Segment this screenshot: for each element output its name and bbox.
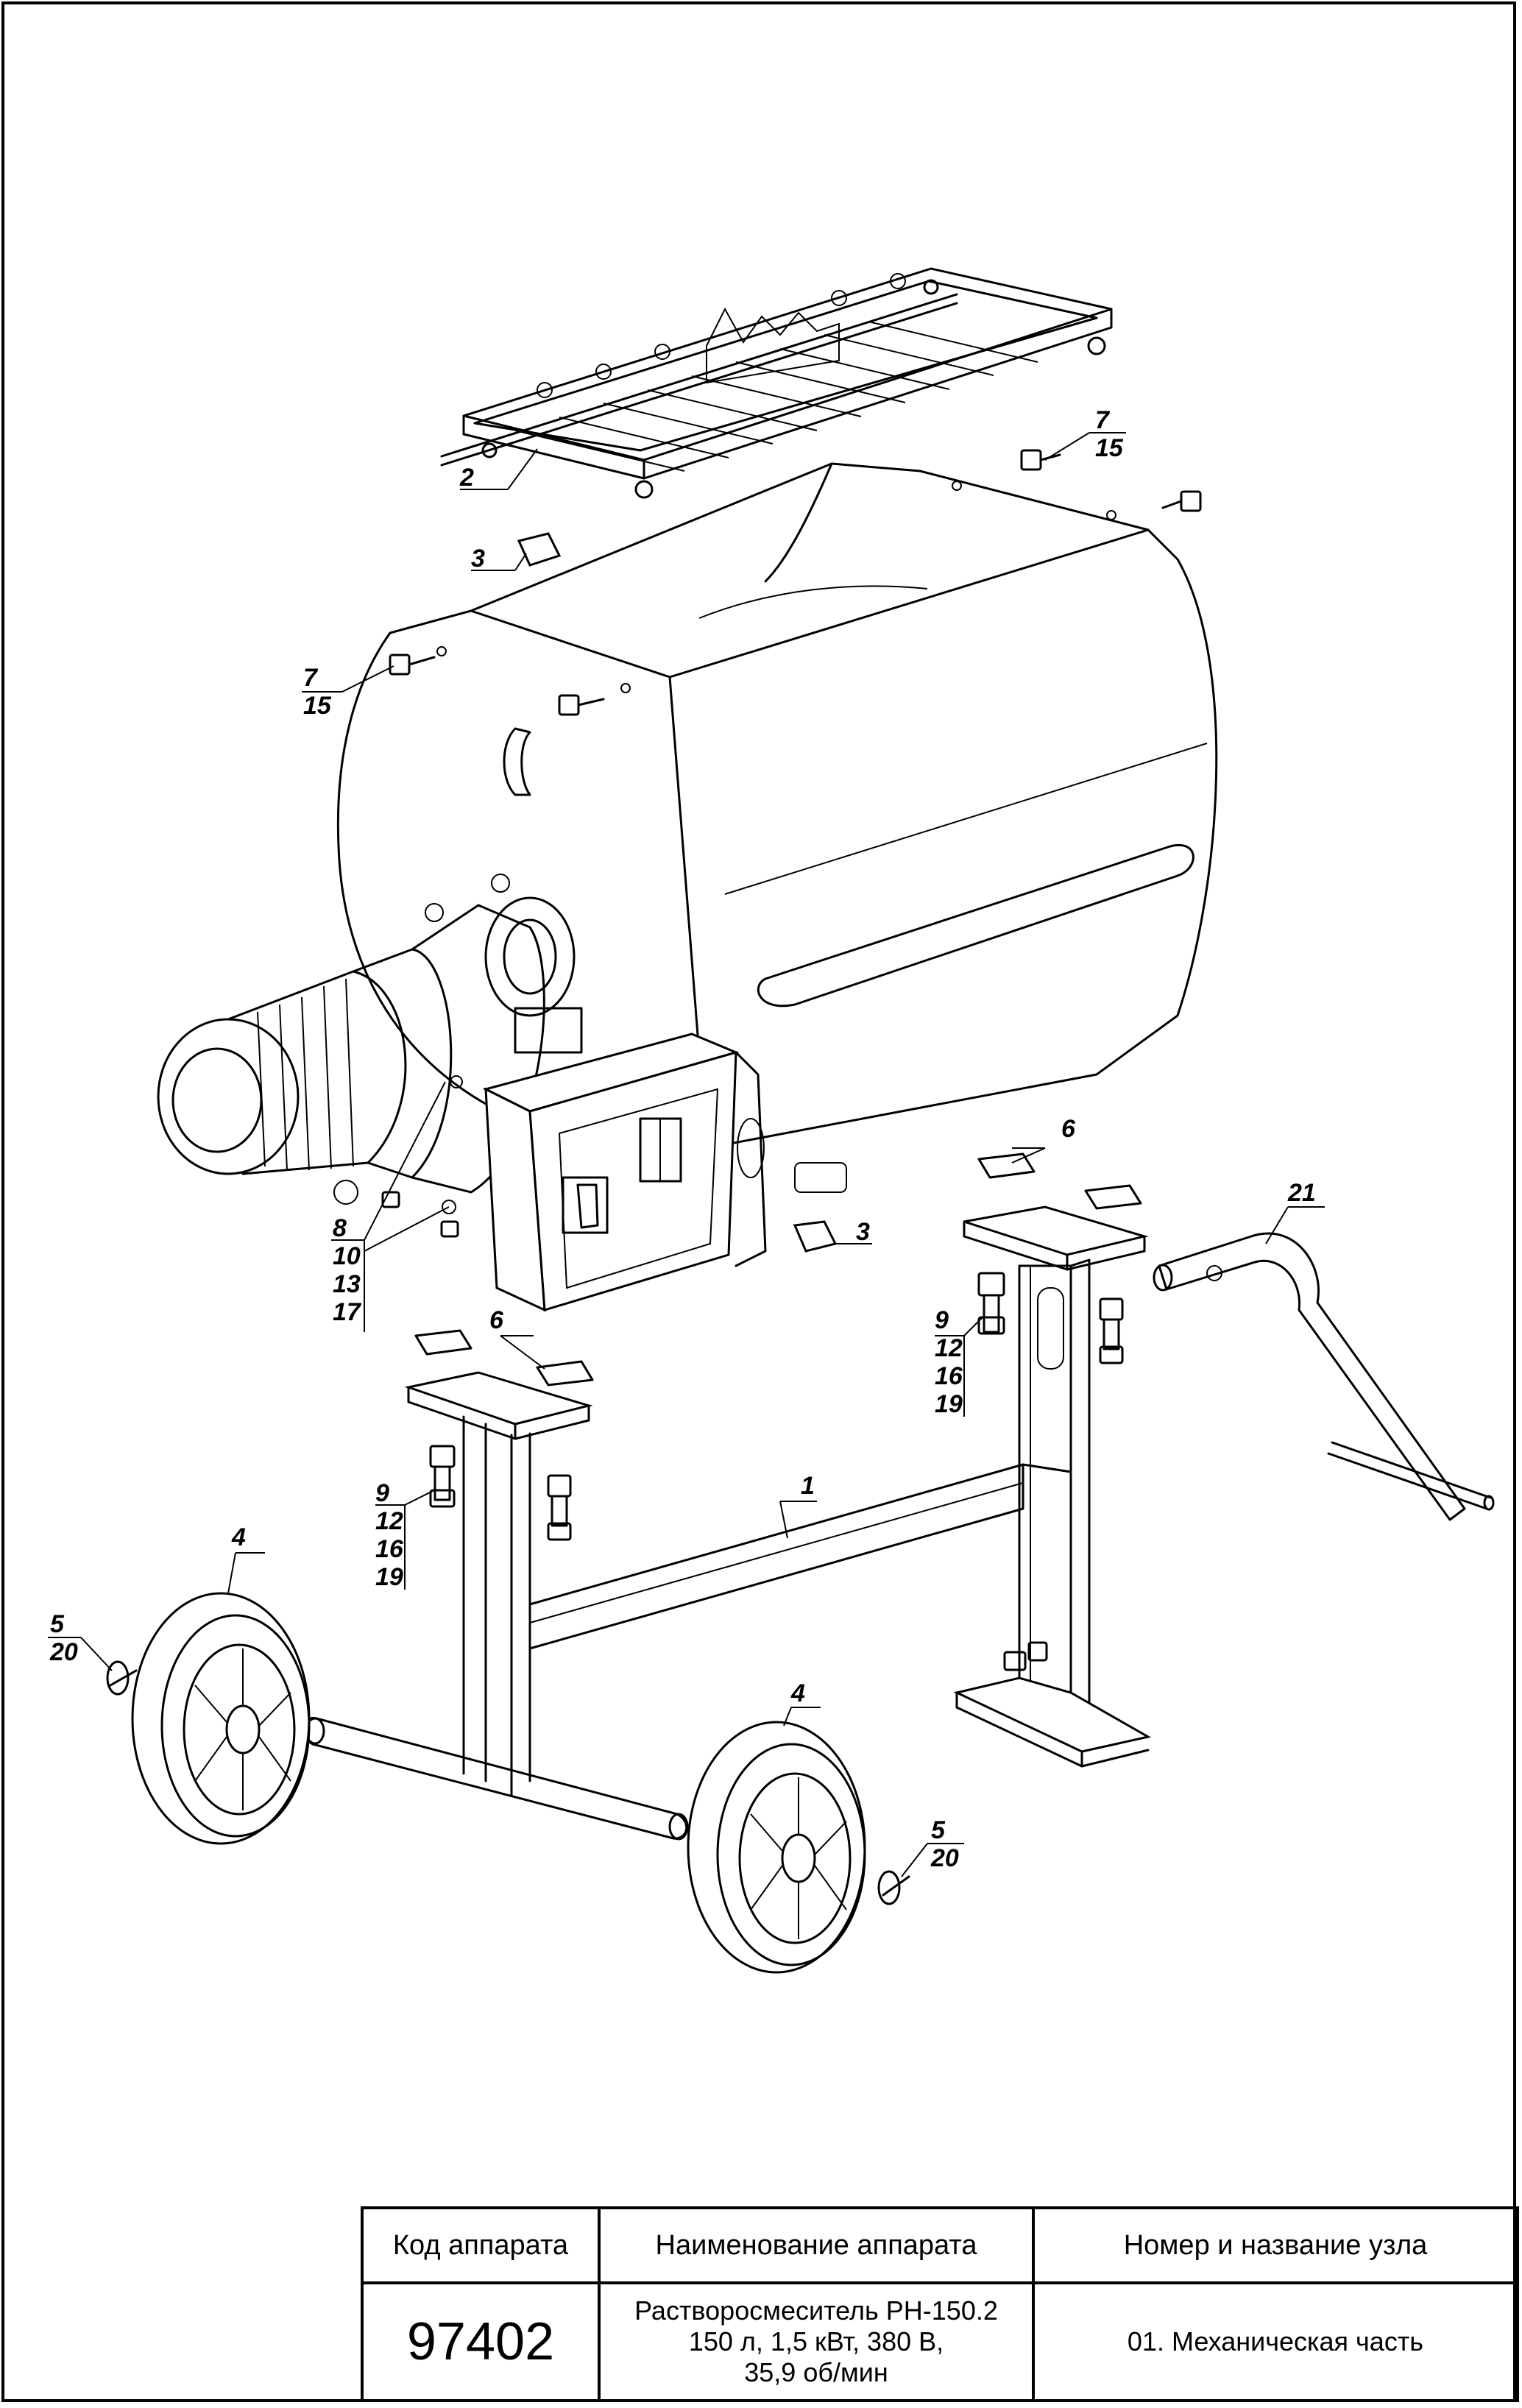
callout-1: 1 bbox=[801, 1472, 815, 1500]
callout-line: 13 bbox=[333, 1270, 361, 1298]
callout-line: 12 bbox=[935, 1334, 963, 1362]
callout-line: 2 bbox=[459, 464, 474, 492]
callout-line: 16 bbox=[375, 1535, 404, 1563]
apparatus-name-line-1: Растворосмеситель РН-150.2 bbox=[634, 2295, 998, 2326]
callout-line: 19 bbox=[935, 1390, 963, 1418]
callout-line: 21 bbox=[1287, 1179, 1316, 1207]
callout-line: 6 bbox=[489, 1306, 504, 1334]
callout-line: 7 bbox=[1095, 406, 1111, 434]
callout-line: 1 bbox=[801, 1472, 815, 1500]
callout-line: 8 bbox=[333, 1214, 347, 1242]
apparatus-name: Растворосмеситель РН-150.2 150 л, 1,5 кВ… bbox=[598, 2281, 1035, 2402]
leader-lines bbox=[48, 432, 1325, 1877]
callout-line: 9 bbox=[935, 1306, 949, 1334]
unit-name: 01. Механическая часть bbox=[1032, 2281, 1519, 2402]
callout-line: 7 bbox=[303, 664, 319, 692]
header-name: Наименование аппарата bbox=[598, 2206, 1035, 2284]
callout-3-bottom: 3 bbox=[856, 1218, 870, 1246]
crank-handle bbox=[1153, 1232, 1495, 1521]
callout-6-left: 6 bbox=[489, 1306, 504, 1334]
apparatus-name-line-2: 150 л, 1,5 кВт, 380 В, bbox=[688, 2326, 944, 2356]
callout-line: 12 bbox=[375, 1507, 403, 1535]
callout-2: 2 bbox=[459, 464, 474, 492]
callout-line: 5 bbox=[931, 1816, 946, 1844]
electrical-box bbox=[482, 1033, 767, 1312]
header-code: Код аппарата bbox=[361, 2206, 601, 2284]
callout-line: 10 bbox=[333, 1242, 361, 1270]
bolt-sets bbox=[381, 1191, 1124, 1671]
wheel-axle bbox=[302, 1717, 689, 1841]
callout-line: 20 bbox=[930, 1844, 959, 1872]
callout-line: 3 bbox=[856, 1218, 870, 1246]
callout-line: 16 bbox=[935, 1362, 963, 1390]
motor-gearbox bbox=[157, 874, 583, 1214]
callout-line: 4 bbox=[790, 1679, 805, 1707]
callout-line: 4 bbox=[231, 1523, 246, 1551]
apparatus-code: 97402 bbox=[361, 2281, 601, 2402]
callout-4-right: 4 bbox=[790, 1679, 805, 1707]
callout-line: 3 bbox=[471, 545, 485, 573]
callout-line: 9 bbox=[375, 1479, 389, 1507]
callout-line: 15 bbox=[1095, 434, 1124, 462]
wheel-left bbox=[131, 1592, 311, 1845]
callout-line: 6 bbox=[1061, 1115, 1076, 1143]
callout-line: 5 bbox=[50, 1610, 65, 1638]
right-support-leg bbox=[953, 1205, 1152, 1768]
callout-4-left: 4 bbox=[231, 1523, 246, 1551]
callout-line: 17 bbox=[333, 1298, 362, 1326]
callout-3-top: 3 bbox=[471, 545, 485, 573]
header-unit: Номер и название узла bbox=[1032, 2206, 1519, 2284]
callout-line: 15 bbox=[303, 692, 332, 720]
title-block: Код аппарата Наименование аппарата Номер… bbox=[361, 2206, 1519, 2402]
washers-pins bbox=[106, 1660, 910, 1905]
lid-grate bbox=[440, 267, 1113, 499]
wheel-right bbox=[687, 1721, 866, 1974]
callout-line: 20 bbox=[49, 1638, 78, 1666]
callout-21: 21 bbox=[1287, 1179, 1316, 1207]
mixing-drum bbox=[336, 462, 1218, 1193]
left-support-leg bbox=[404, 1371, 1072, 1797]
shims bbox=[414, 1152, 1142, 1387]
callout-6-right: 6 bbox=[1061, 1115, 1076, 1143]
drum-bolts bbox=[389, 449, 1202, 716]
callout-line: 19 bbox=[375, 1563, 403, 1591]
apparatus-name-line-3: 35,9 об/мин bbox=[744, 2357, 888, 2387]
